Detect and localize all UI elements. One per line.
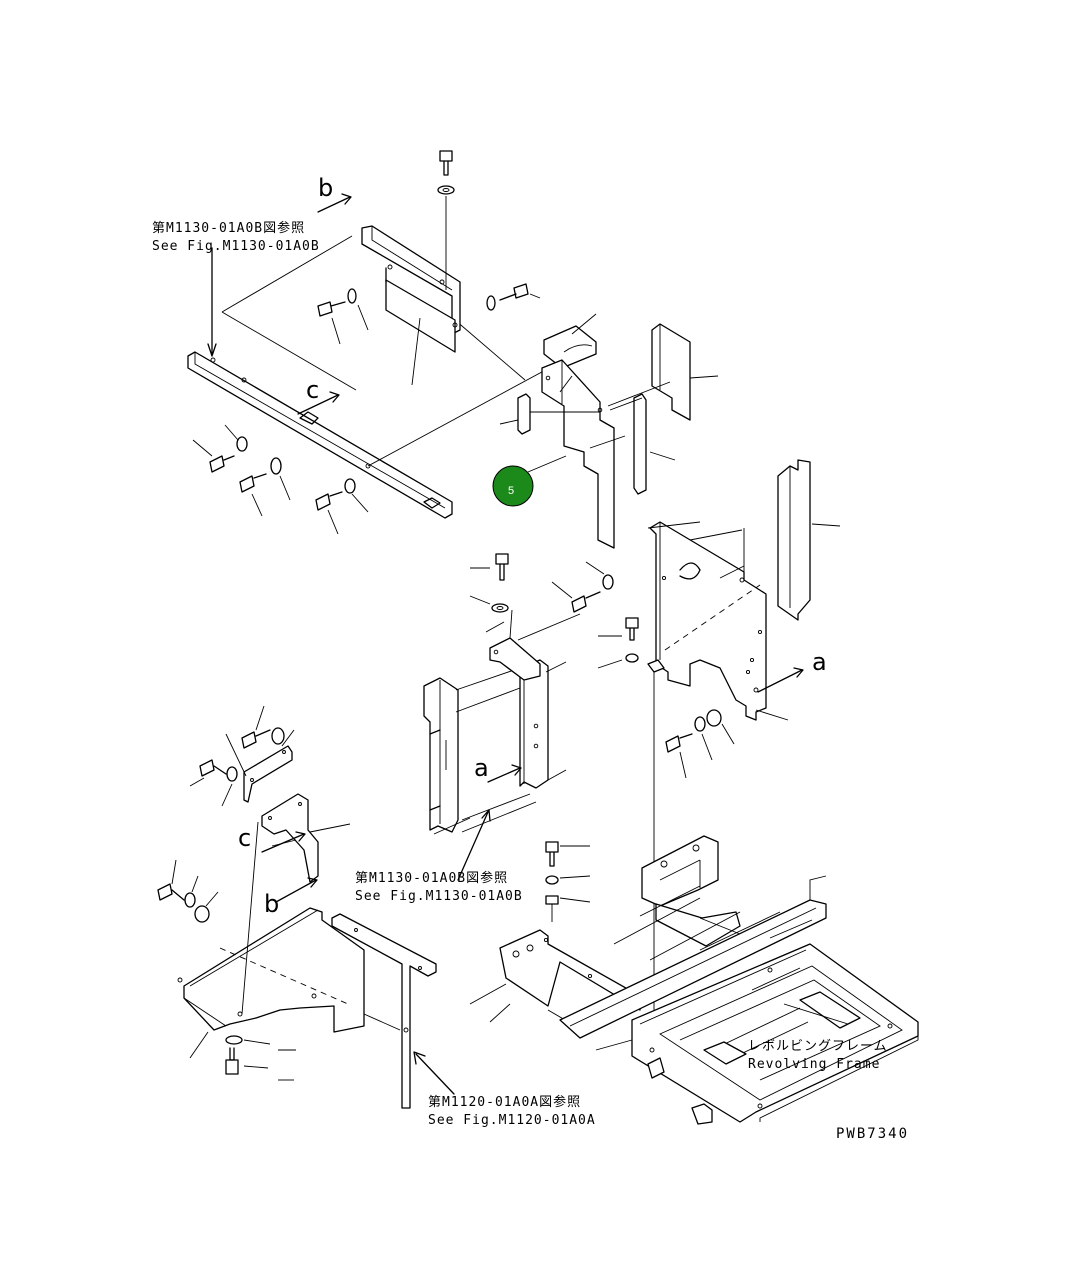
bolt-left-3 — [315, 478, 369, 535]
center-plate-main — [541, 359, 615, 549]
narrow-strip — [633, 393, 647, 495]
bolt-right-b — [597, 617, 639, 669]
frame-upper-beam — [641, 835, 719, 907]
lower-left-assembly — [157, 705, 455, 1109]
bolt-frame-top — [545, 841, 591, 922]
ref-bottom-jp: 第M1120-01A0A図参照 — [428, 1094, 581, 1110]
floor-plate-corner — [691, 1103, 713, 1125]
right-tall-panel — [651, 323, 691, 421]
bolt-upper-left — [317, 288, 369, 345]
bolt-lower-bottom — [225, 1035, 296, 1081]
bolt-lower-left-2 — [189, 759, 238, 807]
drawing-code: PWB7340 — [836, 1126, 909, 1142]
bolt-right-c — [665, 709, 735, 779]
hanging-cover-plate — [385, 279, 456, 353]
large-side-plate — [649, 521, 767, 721]
bolt-lower-left-1 — [225, 705, 295, 777]
ref-top-en: See Fig.M1130-01A0B — [152, 239, 320, 254]
middle-frame — [423, 553, 581, 881]
view-letter-b-left: b — [264, 890, 279, 918]
view-letter-a-mid: a — [474, 754, 489, 782]
revolving-frame-assembly — [469, 835, 919, 1125]
view-letter-a-right: a — [812, 648, 827, 676]
bolt-mid-top — [469, 553, 509, 633]
small-plate-left — [243, 745, 293, 803]
frame-mount-block — [655, 903, 741, 947]
bolt-top-1 — [437, 150, 455, 290]
center-panels: 5 — [492, 313, 719, 549]
callout-circle-5[interactable] — [492, 465, 534, 507]
view-letter-c-left: c — [238, 824, 251, 852]
ref-mid-jp: 第M1130-01A0B図参照 — [355, 870, 508, 886]
labels: 第M1130-01A0B図参照 See Fig.M1130-01A0B 第M11… — [152, 174, 909, 1142]
rear-frame-left — [423, 677, 459, 833]
ref-bottom-en: See Fig.M1120-01A0A — [428, 1113, 596, 1128]
bracket-angle — [261, 793, 319, 883]
frame-diagonal-beam — [559, 899, 827, 1039]
long-bracket-bar — [187, 351, 453, 519]
ref-mid-en: See Fig.M1130-01A0B — [355, 889, 523, 904]
ref-top-jp: 第M1130-01A0B図参照 — [152, 220, 305, 236]
callout-number: 5 — [508, 485, 514, 497]
bolt-lower-left-3 — [157, 859, 219, 923]
upper-bracket-plate — [361, 225, 461, 335]
frame-label-jp: レボルビングフレーム — [748, 1039, 888, 1054]
small-spacer — [517, 393, 531, 435]
bolt-right-upper — [486, 283, 541, 311]
view-letter-c-top: c — [306, 376, 319, 404]
frame-top-bracket — [489, 637, 541, 681]
bolt-right-a — [551, 561, 614, 613]
right-assembly — [551, 459, 841, 1060]
top-cap-piece — [543, 325, 597, 369]
view-letter-b-top: b — [318, 174, 333, 202]
rear-frame-right — [519, 659, 549, 789]
frame-label-en: Revolving Frame — [748, 1057, 880, 1072]
top-left-assembly — [187, 150, 565, 535]
floor-cover-plate — [183, 907, 365, 1033]
right-narrow-panel — [777, 459, 811, 621]
bolt-left-1 — [192, 424, 248, 473]
bolt-left-2 — [239, 457, 291, 517]
tall-stay-bracket — [331, 913, 437, 1109]
